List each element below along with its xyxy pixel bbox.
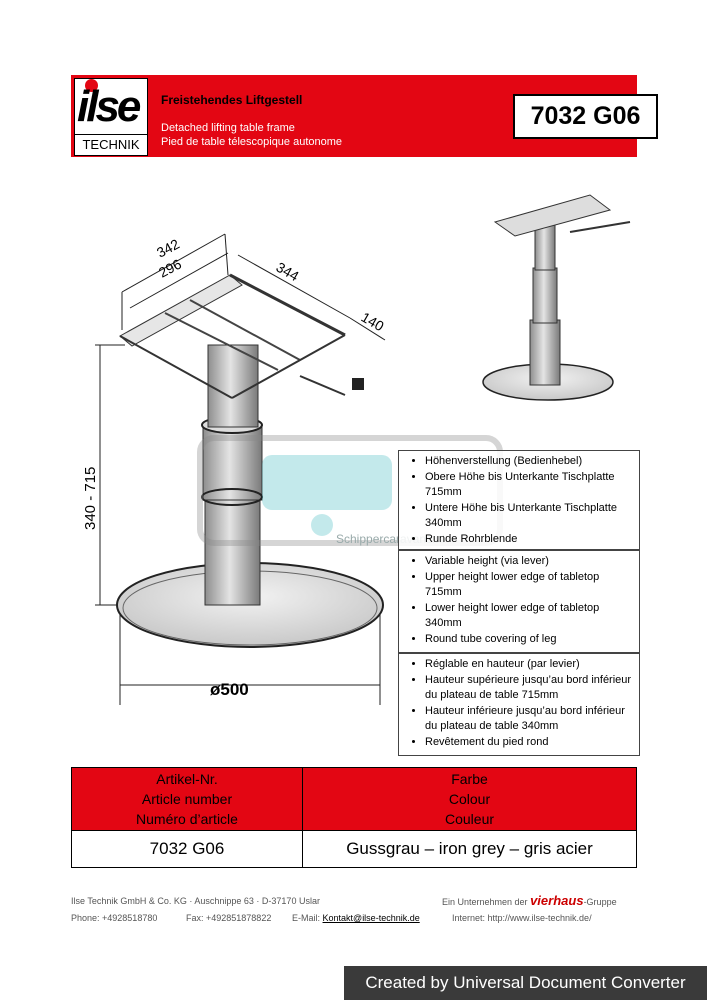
feature-fr-4: Revêtement du pied rond	[425, 735, 639, 751]
dim-342: 342	[154, 235, 182, 260]
feature-de-1: Höhenverstellung (Bedienhebel)	[425, 454, 639, 470]
logo-word: ilse	[77, 82, 141, 131]
feature-de-4: Runde Rohrblende	[425, 532, 639, 548]
header-colour: Farbe Colour Couleur	[302, 767, 637, 831]
footer-group: Ein Unternehmen der vierhaus-Gruppe	[442, 893, 617, 908]
dim-diameter: ø500	[210, 680, 249, 699]
feature-fr-2: Hauteur supérieure jusqu’au bord inférie…	[425, 673, 639, 704]
footer-internet: Internet: http://www.ilse-technik.de/	[452, 913, 592, 923]
feature-en-4: Round tube covering of leg	[425, 632, 639, 648]
footer-phone: Phone: +4928518780	[71, 913, 158, 923]
value-colour: Gussgrau – iron grey – gris acier	[302, 830, 637, 868]
ilse-logo: ilse TECHNIK	[74, 78, 148, 156]
footer-group-post: -Gruppe	[583, 897, 617, 907]
logo-dot	[85, 79, 98, 92]
footer-email-label: E-Mail:	[292, 913, 321, 923]
feature-en-2: Upper height lower edge of tabletop 715m…	[425, 570, 639, 601]
header-colour-fr: Couleur	[444, 811, 495, 827]
title-fr: Pied de table télescopique autonome	[161, 136, 343, 148]
creator-banner: Created by Universal Document Converter	[344, 966, 707, 1000]
header-colour-en: Colour	[448, 791, 491, 807]
vierhaus-logo: vierhaus	[530, 893, 584, 908]
product-image	[482, 194, 631, 401]
header-article: Artikel-Nr. Article number Numéro d’arti…	[71, 767, 303, 831]
article-number-box: 7032 G06	[513, 94, 658, 139]
feature-fr-1: Réglable en hauteur (par levier)	[425, 657, 639, 673]
header-article-de: Artikel-Nr.	[156, 771, 218, 787]
dim-140: 140	[359, 309, 387, 335]
value-article: 7032 G06	[71, 830, 303, 868]
feature-de-2: Obere Höhe bis Unterkante Tischplatte 71…	[425, 470, 639, 501]
title-de: Freistehendes Liftgestell	[161, 93, 303, 107]
dim-344: 344	[274, 259, 302, 285]
spec-table: Artikel-Nr. Article number Numéro d’arti…	[71, 767, 637, 868]
feature-en-3: Lower height lower edge of tabletop 340m…	[425, 601, 639, 632]
features-de: Höhenverstellung (Bedienhebel) Obere Höh…	[398, 450, 640, 550]
header-article-fr: Numéro d’article	[136, 811, 238, 827]
header-colour-de: Farbe	[451, 771, 488, 787]
spec-value-row: 7032 G06 Gussgrau – iron grey – gris aci…	[71, 830, 637, 868]
header-article-en: Article number	[141, 791, 233, 807]
footer-company: Ilse Technik GmbH & Co. KG · Auschnippe …	[71, 896, 320, 906]
feature-en-1: Variable height (via lever)	[425, 554, 639, 570]
features-fr: Réglable en hauteur (par levier) Hauteur…	[398, 653, 640, 756]
footer-group-pre: Ein Unternehmen der	[442, 897, 528, 907]
features-en: Variable height (via lever) Upper height…	[398, 550, 640, 653]
feature-de-3: Untere Höhe bis Unterkante Tischplatte 3…	[425, 501, 639, 532]
logo-subtitle: TECHNIK	[75, 134, 147, 152]
title-en: Detached lifting table frame	[161, 122, 295, 134]
column-lower	[204, 494, 261, 606]
spec-header-row: Artikel-Nr. Article number Numéro d’arti…	[71, 767, 637, 831]
footer-email: E-Mail: Kontakt@ilse-technik.de	[292, 913, 420, 923]
footer-fax: Fax: +492851878822	[186, 913, 272, 923]
top-frame	[119, 274, 243, 347]
column-upper	[207, 344, 259, 428]
dim-height: 340 - 715	[82, 467, 99, 530]
feature-fr-3: Hauteur inférieure jusqu’au bord inférie…	[425, 704, 639, 735]
email-link[interactable]: Kontakt@ilse-technik.de	[322, 913, 420, 923]
